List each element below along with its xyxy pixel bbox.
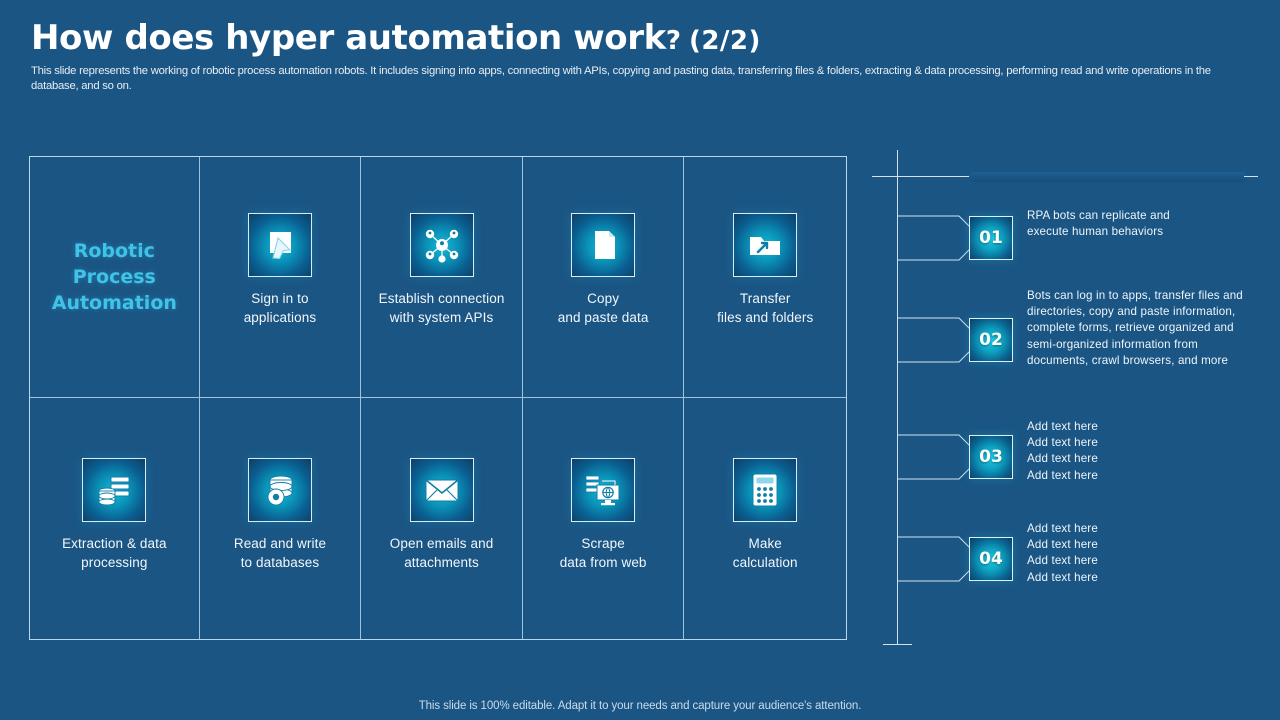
timeline-spine (897, 150, 898, 644)
grid-cell-establish-connection[interactable]: Establish connection with system APIs (361, 157, 523, 398)
step-badge-04: 04 (969, 537, 1013, 581)
database-extract-icon (82, 458, 147, 522)
caption-line-1: Establish connection (378, 291, 505, 306)
cursor-click-icon (247, 213, 312, 277)
caption-line-1: Transfer (739, 291, 791, 306)
lead-line-1: Robotic (73, 240, 155, 262)
caption-line-1: Sign in to (251, 291, 309, 306)
caption-line-2: data from web (559, 555, 647, 570)
grid-cell-sign-in[interactable]: Sign in to applications (199, 157, 362, 398)
footer-note: This slide is 100% editable. Adapt it to… (418, 700, 862, 712)
top-connector-end-tick (1244, 176, 1258, 177)
step-text-line: documents, crawl browsers, and more (1027, 353, 1229, 367)
page-title-question: ? (665, 26, 681, 56)
caption-line-1: Make (748, 536, 782, 551)
caption-line-1: Extraction & data (62, 536, 167, 551)
lead-line-2: Process (72, 266, 156, 288)
caption-line-2: to databases (240, 555, 320, 570)
caption-line-2: applications (243, 310, 317, 325)
step-text-01: RPA bots can replicate and execute human… (1027, 208, 1272, 240)
step-badge-03: 03 (969, 435, 1013, 479)
grid-cell-caption: Scrape data from web (560, 534, 647, 572)
caption-line-1: Read and write (233, 536, 327, 551)
step-text-line: Add text here (1027, 554, 1098, 568)
caption-line-1: Open emails and (389, 536, 494, 551)
caption-line-1: Scrape (581, 536, 625, 551)
folder-transfer-icon (733, 213, 798, 277)
email-envelope-icon (409, 458, 474, 522)
grid-cell-caption: Make calculation (733, 534, 798, 572)
step-text-03: Add text here Add text here Add text her… (1027, 419, 1272, 484)
step-badge-01: 01 (969, 216, 1013, 260)
step-text-line: directories, copy and paste information, (1027, 305, 1236, 319)
step-text-line: Add text here (1027, 538, 1098, 552)
timeline-foot-tick (883, 644, 912, 645)
network-nodes-icon (409, 213, 474, 277)
grid-cell-transfer-files[interactable]: Transfer files and folders (684, 157, 846, 398)
page-title: How does hyper automation work?(2/2) (31, 18, 761, 58)
steps-panel: 01 RPA bots can replicate and execute hu… (866, 150, 1266, 650)
grid-cell-caption: Copy and paste data (558, 289, 649, 327)
step-text-line: RPA bots can replicate and (1027, 209, 1170, 222)
page-subtitle: This slide represents the working of rob… (31, 65, 1211, 92)
caption-line-2: processing (81, 555, 148, 570)
grid-cell-extraction[interactable]: Extraction & data processing (30, 398, 200, 639)
grid-cell-caption: Extraction & data processing (62, 534, 167, 572)
step-text-line: Bots can log in to apps, transfer files … (1027, 289, 1243, 302)
calculator-icon (733, 458, 798, 522)
grid-cell-open-emails[interactable]: Open emails and attachments (361, 398, 523, 639)
caption-line-2: calculation (732, 555, 798, 570)
step-text-02: Bots can log in to apps, transfer files … (1027, 288, 1272, 369)
grid-cell-caption: Open emails and attachments (390, 534, 494, 572)
grid-cell-lead: Robotic Process Automation (30, 157, 200, 398)
capability-grid: Robotic Process Automation Sign in to ap… (29, 156, 847, 640)
step-badge-02: 02 (969, 318, 1013, 362)
caption-line-2: and paste data (557, 310, 649, 325)
top-connector-line (872, 176, 972, 177)
grid-cell-caption: Read and write to databases (234, 534, 326, 572)
step-text-line: Add text here (1027, 452, 1098, 466)
lead-line-3: Automation (51, 292, 177, 314)
lead-title: Robotic Process Automation (52, 238, 177, 316)
step-text-line: semi-organized information from (1027, 337, 1198, 351)
caption-line-2: attachments (404, 555, 479, 570)
grid-cell-caption: Sign in to applications (244, 289, 317, 327)
step-text-line: Add text here (1027, 468, 1098, 482)
step-text-line: complete forms, retrieve organized and (1027, 321, 1234, 335)
caption-line-2: with system APIs (389, 310, 494, 325)
step-text-04: Add text here Add text here Add text her… (1027, 521, 1272, 586)
grid-cell-make-calculation[interactable]: Make calculation (684, 398, 846, 639)
caption-line-2: files and folders (717, 310, 814, 325)
grid-cell-read-write-db[interactable]: Read and write to databases (200, 398, 362, 639)
caption-line-1: Copy (587, 291, 620, 306)
grid-cell-caption: Transfer files and folders (717, 289, 813, 327)
step-text-line: Add text here (1027, 420, 1098, 433)
step-text-line: execute human behaviors (1027, 225, 1164, 239)
grid-cell-scrape-web[interactable]: Scrape data from web (523, 398, 685, 639)
step-text-line: Add text here (1027, 522, 1098, 535)
database-gear-icon (247, 458, 312, 522)
step-text-line: Add text here (1027, 570, 1098, 584)
step-text-line: Add text here (1027, 436, 1098, 450)
grid-cell-copy-paste[interactable]: Copy and paste data (522, 157, 685, 398)
web-scrape-monitor-icon (571, 458, 636, 522)
page-title-fraction: (2/2) (688, 26, 761, 56)
top-accent-bar (969, 172, 1247, 182)
grid-cell-caption: Establish connection with system APIs (379, 289, 505, 327)
document-copy-icon (571, 213, 636, 277)
page-title-main: How does hyper automation work (31, 18, 666, 58)
